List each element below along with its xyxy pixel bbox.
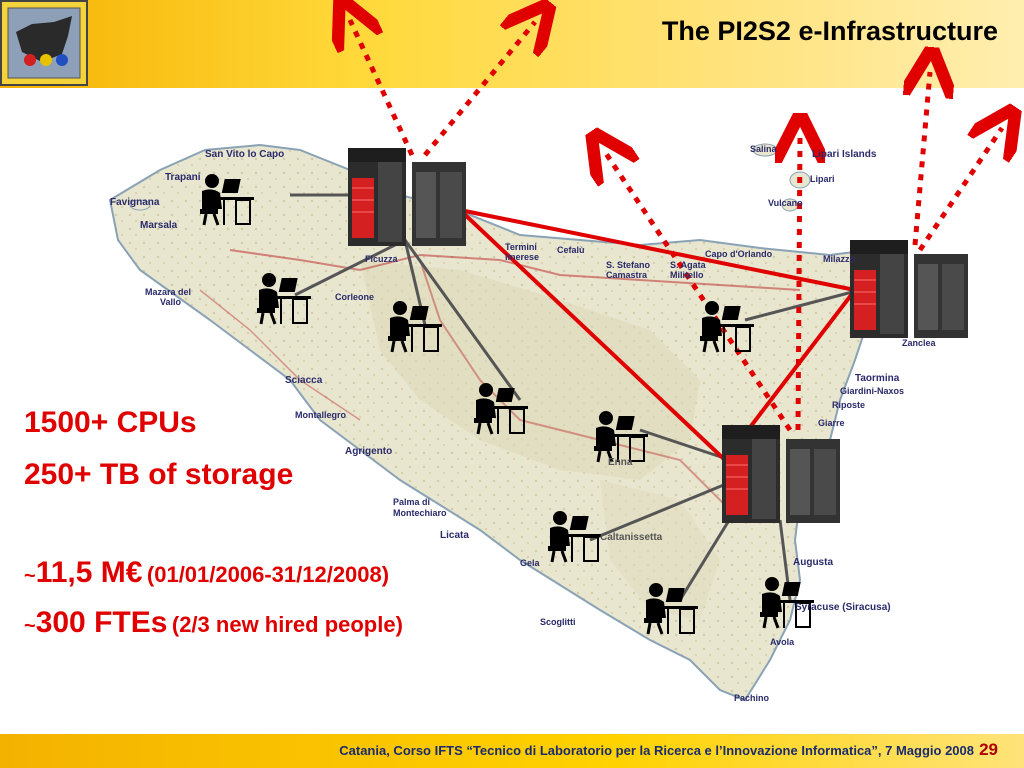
logo bbox=[0, 0, 88, 86]
stat-budget: ~11,5 M€ (01/01/2006-31/12/2008) bbox=[24, 556, 389, 590]
external-links bbox=[350, 20, 1002, 432]
stat-storage: 250+ TB of storage bbox=[24, 458, 294, 491]
map-label: Camastra bbox=[606, 270, 648, 280]
map-label: Giardini-Naxos bbox=[840, 386, 904, 396]
page-number: 29 bbox=[979, 740, 998, 759]
map-label: Riposte bbox=[832, 400, 865, 410]
map-label: Gela bbox=[520, 558, 541, 568]
map-label: Giarre bbox=[818, 418, 845, 428]
map-label: Augusta bbox=[793, 557, 833, 568]
sicily-network-map: San Vito lo Capo Trapani Favignana Marsa… bbox=[108, 0, 1024, 703]
map-label: Montallegro bbox=[295, 410, 347, 420]
map-label: Caltanissetta bbox=[600, 532, 663, 543]
map-label: Salina bbox=[750, 144, 778, 154]
map-label: Mazara del bbox=[145, 287, 191, 297]
map-label: Sciacca bbox=[285, 375, 323, 386]
map-label: Lipari bbox=[810, 174, 835, 184]
map-label: Marsala bbox=[140, 220, 178, 231]
map-label: Favignana bbox=[110, 197, 160, 208]
map-label: Vulcano bbox=[768, 198, 803, 208]
map-label: Corleone bbox=[335, 292, 374, 302]
map-label: Imerese bbox=[505, 252, 539, 262]
map-label: S. Agata bbox=[670, 260, 707, 270]
map-label: Termini bbox=[505, 242, 537, 252]
stat-ftes-note: (2/3 new hired people) bbox=[171, 612, 403, 637]
map-label: Licata bbox=[440, 530, 469, 541]
map-label: Scoglitti bbox=[540, 617, 576, 627]
stat-budget-period: (01/01/2006-31/12/2008) bbox=[146, 562, 390, 587]
map-label: Trapani bbox=[165, 172, 201, 183]
stat-cpus: 1500+ CPUs bbox=[24, 406, 197, 439]
stat-budget-tilde: ~ bbox=[24, 565, 36, 587]
sicily-logo-icon bbox=[7, 7, 81, 79]
footer-bar: Catania, Corso IFTS “Tecnico di Laborato… bbox=[0, 734, 1024, 768]
map-label: Pachino bbox=[734, 693, 770, 703]
map-label: Capo d'Orlando bbox=[705, 249, 773, 259]
map-label: Cefalù bbox=[557, 245, 585, 255]
map-label: Montechiaro bbox=[393, 508, 447, 518]
map-label: Lipari Islands bbox=[812, 149, 877, 160]
map-label: Vallo bbox=[160, 297, 182, 307]
page-title: The PI2S2 e-Infrastructure bbox=[661, 16, 998, 46]
stat-budget-value: 11,5 M€ bbox=[35, 556, 143, 589]
map-label: Enna bbox=[608, 457, 633, 468]
map-label: Ficuzza bbox=[365, 254, 399, 264]
map-label: S. Stefano bbox=[606, 260, 651, 270]
map-label: Zanclea bbox=[902, 338, 937, 348]
map-label: Milazzo bbox=[823, 254, 856, 264]
map-label: Agrigento bbox=[345, 446, 392, 457]
map-label: Palma di bbox=[393, 497, 430, 507]
stat-ftes-value: 300 FTEs bbox=[35, 606, 168, 639]
map-label: San Vito lo Capo bbox=[205, 149, 284, 160]
stat-ftes-tilde: ~ bbox=[24, 615, 36, 637]
map-label: Syracuse (Siracusa) bbox=[795, 602, 891, 613]
map-label: Militello bbox=[670, 270, 704, 280]
stat-ftes: ~300 FTEs (2/3 new hired people) bbox=[24, 606, 403, 640]
footer-text: Catania, Corso IFTS “Tecnico di Laborato… bbox=[339, 743, 974, 758]
map-label: Taormina bbox=[855, 373, 900, 384]
map-label: Avola bbox=[770, 637, 795, 647]
